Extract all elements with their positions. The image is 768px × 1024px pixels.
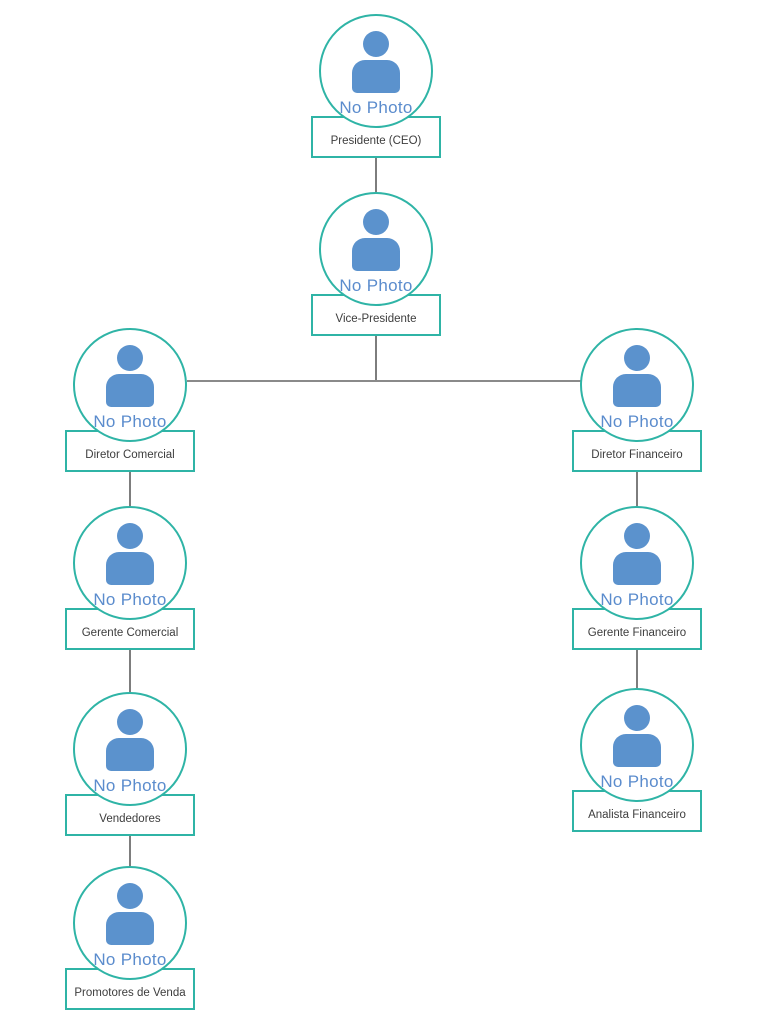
person-icon — [352, 209, 400, 271]
no-photo-label: No Photo — [600, 772, 674, 791]
connector-vendedores-promotores — [129, 836, 131, 866]
person-head-shape — [363, 209, 389, 235]
org-node-vice-presidente[interactable]: No Photo Vice-Presidente — [311, 192, 441, 336]
role-title: Presidente (CEO) — [330, 135, 422, 147]
role-title: Diretor Comercial — [85, 449, 175, 461]
avatar-placeholder: No Photo — [73, 328, 187, 442]
person-icon — [106, 345, 154, 407]
avatar-placeholder: No Photo — [580, 688, 694, 802]
person-torso-shape — [613, 734, 661, 767]
role-title-box: Vice-Presidente — [311, 294, 441, 336]
person-head-shape — [117, 345, 143, 371]
person-icon — [613, 705, 661, 767]
no-photo-label: No Photo — [339, 98, 413, 117]
person-torso-shape — [613, 552, 661, 585]
no-photo-label: No Photo — [93, 776, 167, 795]
person-torso-shape — [106, 374, 154, 407]
role-title: Analista Financeiro — [588, 809, 686, 821]
person-icon — [106, 709, 154, 771]
avatar-placeholder: No Photo — [580, 328, 694, 442]
person-torso-shape — [352, 60, 400, 93]
no-photo-label: No Photo — [93, 412, 167, 431]
avatar-placeholder: No Photo — [580, 506, 694, 620]
person-icon — [106, 883, 154, 945]
connector-branch-horizontal — [187, 380, 581, 382]
no-photo-label: No Photo — [93, 590, 167, 609]
connector-gerente-analista — [636, 650, 638, 688]
person-torso-shape — [106, 552, 154, 585]
no-photo-label: No Photo — [600, 412, 674, 431]
role-title: Diretor Financeiro — [591, 449, 683, 461]
person-icon — [613, 345, 661, 407]
person-head-shape — [363, 31, 389, 57]
person-head-shape — [624, 523, 650, 549]
no-photo-label: No Photo — [600, 590, 674, 609]
org-node-vendedores[interactable]: No Photo Vendedores — [65, 692, 195, 836]
role-title: Vendedores — [99, 813, 161, 825]
person-head-shape — [117, 709, 143, 735]
person-torso-shape — [106, 738, 154, 771]
connector-diretor-gerente-comercial — [129, 472, 131, 506]
connector-gerente-vendedores — [129, 650, 131, 692]
avatar-placeholder: No Photo — [73, 866, 187, 980]
role-title: Gerente Comercial — [81, 627, 179, 639]
avatar-placeholder: No Photo — [319, 192, 433, 306]
connector-presidente-vice — [375, 158, 377, 192]
connector-vice-drop — [375, 336, 377, 382]
avatar-placeholder: No Photo — [73, 506, 187, 620]
person-head-shape — [117, 883, 143, 909]
org-node-gerente-financeiro[interactable]: No Photo Gerente Financeiro — [572, 506, 702, 650]
person-head-shape — [624, 705, 650, 731]
person-icon — [613, 523, 661, 585]
org-node-diretor-comercial[interactable]: No Photo Diretor Comercial — [65, 328, 195, 472]
person-icon — [352, 31, 400, 93]
person-torso-shape — [106, 912, 154, 945]
person-icon — [106, 523, 154, 585]
avatar-placeholder: No Photo — [319, 14, 433, 128]
person-torso-shape — [613, 374, 661, 407]
org-node-analista-financeiro[interactable]: No Photo Analista Financeiro — [572, 688, 702, 832]
org-node-promotores-de-venda[interactable]: No Photo Promotores de Venda — [65, 866, 195, 1010]
org-node-gerente-comercial[interactable]: No Photo Gerente Comercial — [65, 506, 195, 650]
connector-diretor-gerente-financeiro — [636, 472, 638, 506]
person-head-shape — [624, 345, 650, 371]
avatar-placeholder: No Photo — [73, 692, 187, 806]
no-photo-label: No Photo — [339, 276, 413, 295]
role-title: Promotores de Venda — [74, 987, 186, 999]
role-title: Gerente Financeiro — [587, 627, 687, 639]
person-head-shape — [117, 523, 143, 549]
org-node-diretor-financeiro[interactable]: No Photo Diretor Financeiro — [572, 328, 702, 472]
org-node-presidente-ceo[interactable]: No Photo Presidente (CEO) — [311, 14, 441, 158]
no-photo-label: No Photo — [93, 950, 167, 969]
person-torso-shape — [352, 238, 400, 271]
role-title: Vice-Presidente — [335, 313, 417, 325]
